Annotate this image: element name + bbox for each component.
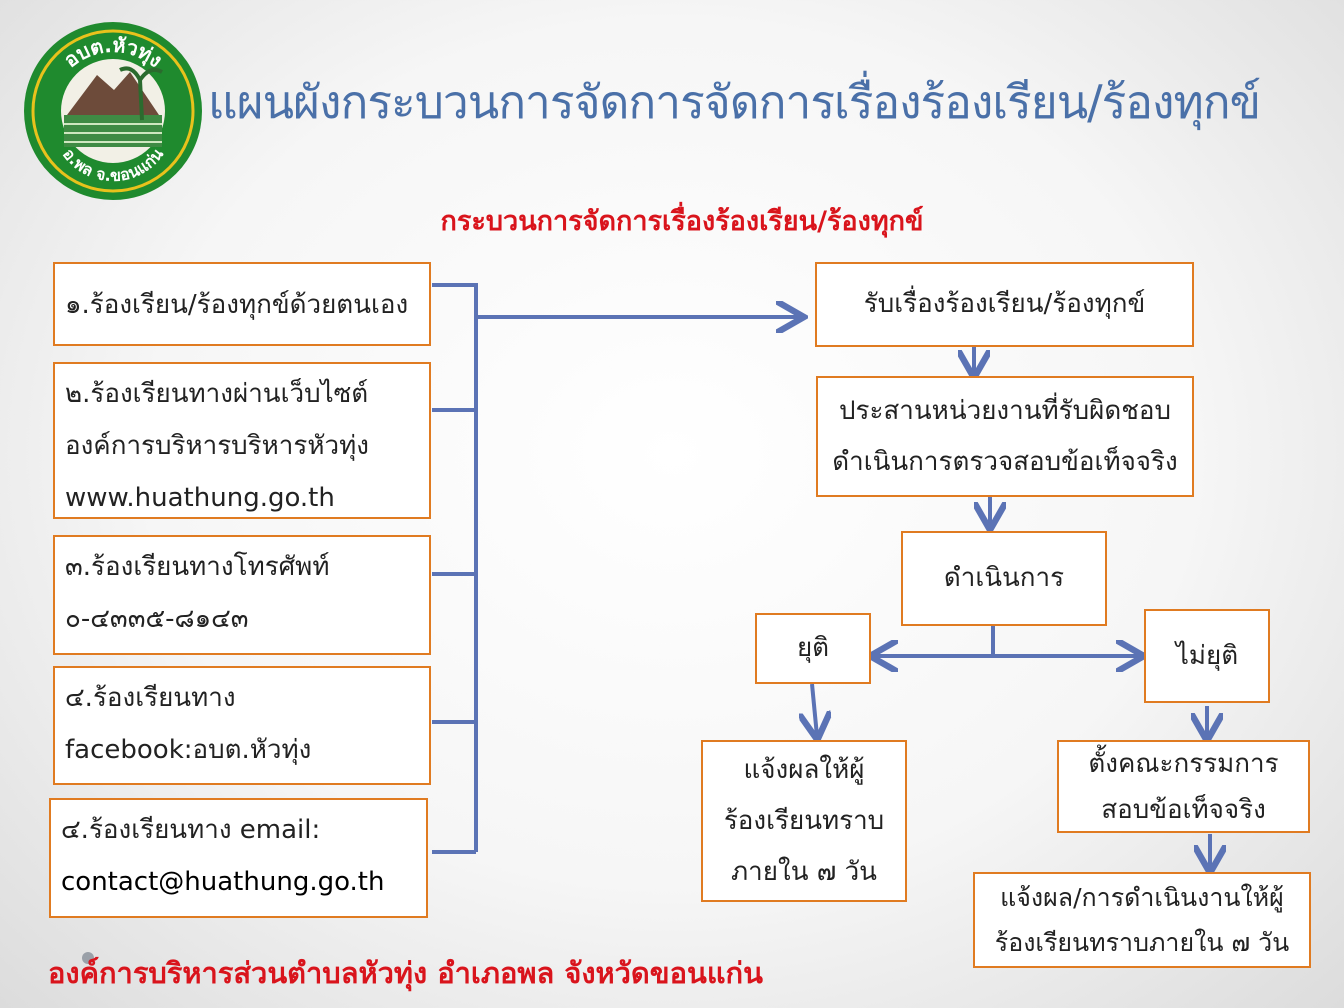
slide-bullet xyxy=(82,952,94,964)
step-resolved: ยุติ xyxy=(755,613,871,684)
step-proceed-text: ดำเนินการ xyxy=(943,563,1065,593)
step-committee-text: ตั้งคณะกรรมการ สอบข้อเท็จจริง xyxy=(1088,748,1279,825)
channel-email: ๔.ร้องเรียนทาง email: contact@huathung.g… xyxy=(49,798,428,918)
page-title: แผนผังกระบวนการจัดการจัดการเรื่องร้องเรี… xyxy=(208,75,1261,129)
channel-website-url: www.huathung.go.th xyxy=(65,483,335,513)
channel-in-person: ๑.ร้องเรียน/ร้องทุกข์ด้วยตนเอง xyxy=(53,262,431,346)
step-coordinate-text: ประสานหน่วยงานที่รับผิดชอบ ดำเนินการตรวจ… xyxy=(832,395,1178,477)
step-notify-resolved-text: แจ้งผลให้ผู้ ร้องเรียนทราบ ภายใน ๗ วัน xyxy=(723,754,885,887)
footer-organization: องค์การบริหารส่วนตำบลหัวทุ่ง อำเภอพล จัง… xyxy=(48,956,763,990)
channel-in-person-text: ๑.ร้องเรียน/ร้องทุกข์ด้วยตนเอง xyxy=(65,290,409,320)
step-receive-text: รับเรื่องร้องเรียน/ร้องทุกข์ xyxy=(863,289,1146,319)
organization-logo: อบต.หัวทุ่ง อ.พล จ.ขอนแก่น xyxy=(22,20,204,202)
step-proceed: ดำเนินการ xyxy=(901,531,1107,626)
arrow-to-notify-resolved xyxy=(812,683,817,736)
channel-website: ๒.ร้องเรียนทางผ่านเว็บไซต์ องค์การบริหาร… xyxy=(53,362,431,519)
channel-facebook-line-1: ๔.ร้องเรียนทาง xyxy=(65,683,236,713)
diagram-subtitle: กระบวนการจัดการเรื่องร้องเรียน/ร้องทุกข์ xyxy=(440,206,924,237)
channel-phone: ๓.ร้องเรียนทางโทรศัพท์ ๐-๔๓๓๕-๘๑๔๓ xyxy=(53,535,431,655)
channel-facebook: ๔.ร้องเรียนทาง facebook:อบต.หัวทุ่ง xyxy=(53,666,431,785)
channel-email-address: contact@huathung.go.th xyxy=(61,867,385,897)
step-unresolved-text: ไม่ยุติ xyxy=(1175,640,1239,671)
step-receive: รับเรื่องร้องเรียน/ร้องทุกข์ xyxy=(815,262,1194,347)
step-notify-resolved: แจ้งผลให้ผู้ ร้องเรียนทราบ ภายใน ๗ วัน xyxy=(701,740,907,902)
channel-phone-line-1: ๓.ร้องเรียนทางโทรศัพท์ xyxy=(65,552,330,582)
step-coordinate: ประสานหน่วยงานที่รับผิดชอบ ดำเนินการตรวจ… xyxy=(816,376,1194,497)
channel-email-line-1: ๔.ร้องเรียนทาง email: xyxy=(61,815,321,845)
channel-phone-number: ๐-๔๓๓๕-๘๑๔๓ xyxy=(65,604,249,634)
channel-website-line-2: องค์การบริหารบริหารหัวทุ่ง xyxy=(65,431,369,461)
channel-website-line-1: ๒.ร้องเรียนทางผ่านเว็บไซต์ xyxy=(65,379,369,409)
step-notify-unresolved: แจ้งผล/การดำเนินงานให้ผู้ ร้องเรียนทราบภ… xyxy=(973,872,1311,968)
step-unresolved: ไม่ยุติ xyxy=(1144,609,1270,703)
channel-facebook-account: facebook:อบต.หัวทุ่ง xyxy=(65,735,312,765)
step-notify-unresolved-text: แจ้งผล/การดำเนินงานให้ผู้ ร้องเรียนทราบภ… xyxy=(994,883,1290,957)
step-committee: ตั้งคณะกรรมการ สอบข้อเท็จจริง xyxy=(1057,740,1310,833)
channel-bracket xyxy=(432,283,478,852)
step-resolved-text: ยุติ xyxy=(796,633,830,663)
